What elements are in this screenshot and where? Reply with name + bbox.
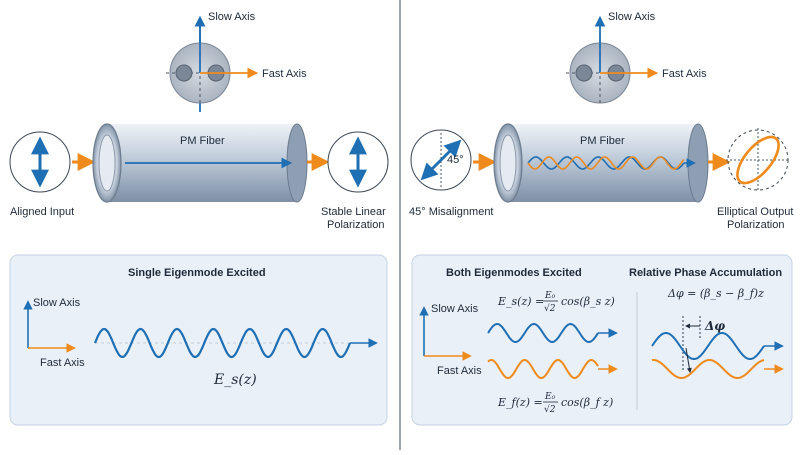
fast-mode-wave (487, 359, 599, 379)
stable-output-symbol: Stable Linear Polarization (321, 131, 389, 231)
fiber-cross-section: Slow Axis Fast Axis (166, 11, 307, 112)
pm-fiber-tube-right: PM Fiber (493, 123, 709, 203)
stress-rod (175, 64, 193, 82)
svg-text:cos(β_s z): cos(β_s z) (561, 295, 615, 308)
fiber-label: PM Fiber (180, 135, 225, 147)
output-label-line2: Polarization (727, 219, 784, 231)
fast-mode-equation: E_f(z) = E₀ √2 cos(β_f z) (497, 392, 613, 415)
aligned-input-symbol: Aligned Input (9, 131, 74, 218)
phase-fast-wave (651, 359, 765, 379)
stress-rod (575, 64, 593, 82)
misaligned-input-symbol: 45° 45° Misalignment (409, 129, 494, 218)
left-half: Slow Axis Fast Axis Aligned Input PM Fib… (9, 11, 389, 426)
panel-fast-axis-label: Fast Axis (40, 357, 85, 369)
svg-text:cos(β_f z): cos(β_f z) (561, 396, 613, 409)
panel-title-right: Relative Phase Accumulation (629, 267, 782, 279)
elliptical-output-symbol: Elliptical Output Polarization (717, 128, 793, 231)
phase-slow-wave (651, 332, 765, 360)
slow-mode-equation: E_s(z) = E₀ √2 cos(β_s z) (497, 291, 615, 314)
fiber-cross-section-right: Slow Axis Fast Axis (566, 11, 707, 106)
output-label-line1: Stable Linear (321, 206, 386, 218)
right-half: Slow Axis Fast Axis 45° 45° Misalignment… (409, 11, 793, 426)
fast-axis-label: Fast Axis (262, 68, 307, 80)
panel-fast-axis-label: Fast Axis (437, 365, 482, 377)
slow-axis-label: Slow Axis (608, 11, 656, 23)
angle-label: 45° (447, 154, 464, 166)
single-eigenmode-panel: Single Eigenmode Excited Slow Axis Fast … (9, 254, 388, 426)
pm-fiber-tube: PM Fiber (92, 123, 308, 203)
delta-phi-equation: Δφ = (β_s − β_f)z (667, 287, 764, 300)
polarization-ellipse (736, 135, 780, 185)
delta-phi-label: Δφ (704, 319, 725, 333)
fiber-label: PM Fiber (580, 135, 625, 147)
svg-text:√2: √2 (544, 303, 556, 314)
eigenmode-wave (93, 327, 352, 359)
panel-slow-axis-label: Slow Axis (33, 297, 81, 309)
both-eigenmodes-panel: Both Eigenmodes Excited Relative Phase A… (411, 254, 793, 426)
tube-fast-wave (527, 156, 685, 170)
slow-mode-wave (487, 323, 599, 343)
slow-axis-label: Slow Axis (208, 11, 256, 23)
svg-text:√2: √2 (544, 404, 556, 415)
output-label-line2: Polarization (327, 219, 384, 231)
svg-text:E₀: E₀ (544, 392, 556, 402)
panel-title: Single Eigenmode Excited (128, 267, 266, 279)
panel-slow-axis-label: Slow Axis (431, 303, 479, 315)
output-label-line1: Elliptical Output (717, 206, 793, 218)
aligned-input-label: Aligned Input (10, 206, 74, 218)
svg-text:E_s(z) =: E_s(z) = (497, 295, 544, 308)
wave-label: E_s(z) (213, 372, 257, 388)
panel-title-left: Both Eigenmodes Excited (446, 267, 582, 279)
misaligned-input-label: 45° Misalignment (409, 206, 494, 218)
fast-axis-label: Fast Axis (662, 68, 707, 80)
svg-text:E₀: E₀ (544, 291, 556, 301)
svg-text:E_f(z) =: E_f(z) = (497, 396, 543, 409)
